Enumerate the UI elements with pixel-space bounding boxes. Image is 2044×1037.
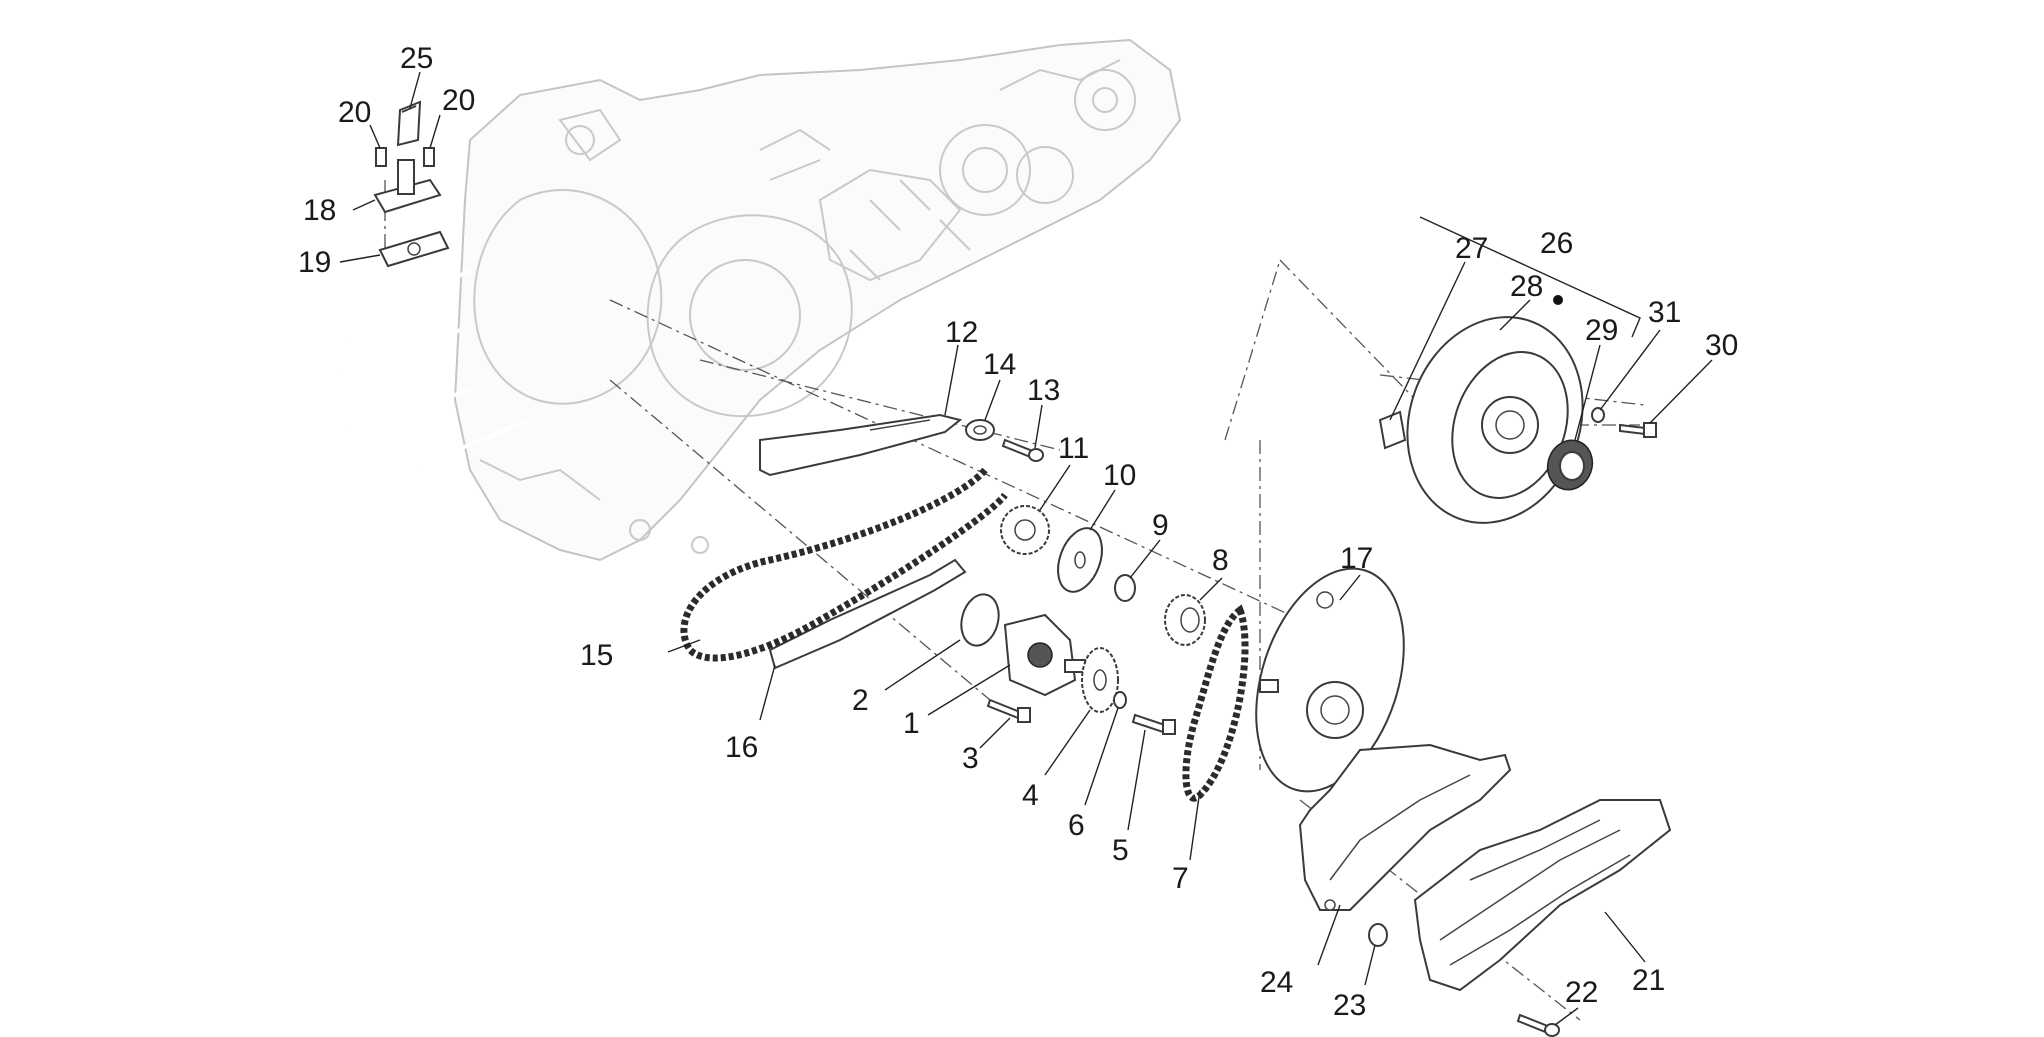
part-31-washer [1591, 407, 1605, 423]
part-21-oil-sump [1413, 799, 1672, 992]
callout-22: 22 [1565, 976, 1598, 1009]
callout-12: 12 [945, 316, 978, 349]
callout-4: 4 [1022, 779, 1039, 812]
part-9-circlip [1114, 574, 1136, 602]
callout-labels: 25 20 20 18 19 12 14 13 11 10 9 8 17 15 … [298, 42, 1738, 1022]
callout-8: 8 [1212, 544, 1229, 577]
callout-18: 18 [303, 194, 336, 227]
callout-20-right: 20 [442, 84, 475, 117]
part-13-bolt [1001, 438, 1044, 462]
part-20-screws [375, 147, 435, 167]
callout-2: 2 [852, 684, 869, 717]
callout-14: 14 [983, 348, 1016, 381]
part-16-lower-guide [768, 558, 967, 670]
callout-9: 9 [1152, 509, 1169, 542]
part-27-tab [1378, 410, 1407, 450]
part-3-screw [986, 698, 1031, 723]
part-6-washer [1113, 691, 1127, 709]
group-dot-26 [1553, 295, 1563, 305]
callout-11: 11 [1058, 432, 1089, 465]
part-29-seal [1546, 439, 1594, 491]
part-4-pump-sprocket [1081, 647, 1119, 713]
part-2-plate [960, 593, 1000, 647]
part-28-cover [1406, 316, 1584, 524]
group-bracket-26 [1419, 216, 1641, 338]
callout-29: 29 [1585, 314, 1618, 347]
part-24-gasket [1298, 743, 1512, 911]
callout-20-left: 20 [338, 96, 371, 129]
callout-25: 25 [400, 42, 433, 75]
part-25-cap [396, 100, 422, 147]
part-19-gasket [378, 230, 450, 268]
part-11-sprocket [1000, 505, 1050, 555]
callout-17: 17 [1340, 542, 1373, 575]
callout-16: 16 [725, 731, 758, 764]
callout-28: 28 [1510, 270, 1543, 303]
part-18-tensioner [373, 159, 442, 214]
callout-23: 23 [1333, 989, 1366, 1022]
leader-lines [339, 71, 1713, 1026]
part-5-bolt [1131, 713, 1176, 735]
crankcase [339, 38, 1182, 562]
part-23-bushing [1368, 923, 1388, 947]
part-7-chain [1182, 604, 1249, 802]
part-10-disc [1057, 527, 1103, 593]
callout-6: 6 [1068, 809, 1085, 842]
callout-26: 26 [1540, 227, 1573, 260]
callout-10: 10 [1103, 459, 1136, 492]
part-8-drive-sprocket [1164, 594, 1206, 646]
callout-5: 5 [1112, 834, 1129, 867]
callout-7: 7 [1172, 862, 1189, 895]
callout-27: 27 [1455, 232, 1488, 265]
callout-3: 3 [962, 742, 979, 775]
callout-15: 15 [580, 639, 613, 672]
part-15-chain [680, 467, 1008, 662]
callout-31: 31 [1648, 296, 1681, 329]
callout-19: 19 [298, 246, 331, 279]
callout-13: 13 [1027, 374, 1060, 407]
part-12-upper-guide [759, 413, 963, 477]
part-14-bushing [965, 419, 995, 441]
callout-24: 24 [1260, 966, 1293, 999]
part-1-oil-pump [1003, 613, 1086, 697]
part-22-bolt [1516, 1013, 1560, 1037]
callout-30: 30 [1705, 329, 1738, 362]
callout-21: 21 [1632, 964, 1665, 997]
part-17-cover-plate [1255, 567, 1405, 793]
callout-1: 1 [903, 707, 920, 740]
